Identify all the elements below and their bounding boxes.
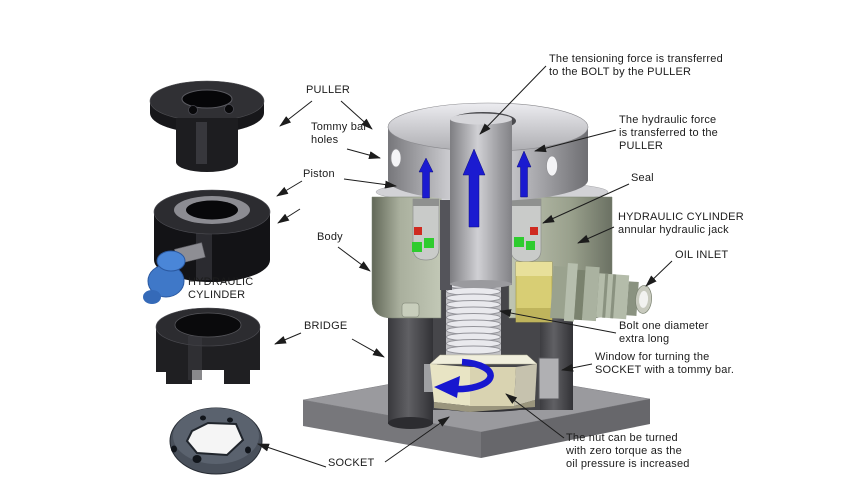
tensioner-assembly <box>302 102 652 458</box>
oil-inlet-coupling <box>515 261 652 323</box>
label-body: Body <box>317 231 343 243</box>
rotation-arrow-icon <box>434 358 494 398</box>
seal-green-left-2 <box>424 238 434 248</box>
leader-bridge-assembly <box>351 338 385 358</box>
bore-shadow <box>440 200 452 290</box>
label-oil-inlet: OIL INLET <box>675 249 729 261</box>
label-tommy-bar-holes: Tommy bar holes <box>311 121 368 146</box>
seal-red-left <box>414 227 422 235</box>
leader-socket-assembly <box>384 416 450 463</box>
label-hydraulic-force: The hydraulic force is transferred to th… <box>619 114 718 152</box>
leader-tommy-bar <box>346 148 381 159</box>
leader-piston-assembly <box>343 178 397 189</box>
leader-bridge-photo <box>274 332 302 345</box>
seal-red-right <box>530 227 538 235</box>
puller-flange-hole <box>224 104 234 114</box>
bridge-window <box>538 357 560 400</box>
leader-piston-photo <box>276 180 303 197</box>
up-arrow-icon-center <box>462 148 486 228</box>
leader-tensioning-force <box>479 65 547 135</box>
leader-puller-assembly <box>340 100 373 130</box>
leader-seal <box>542 183 630 224</box>
body-lug <box>401 302 420 318</box>
leader-nut-note <box>505 393 565 439</box>
leader-oil-inlet <box>645 260 673 287</box>
leader-puller-photo <box>279 100 313 127</box>
leader-hydraulic-cylinder <box>577 226 615 244</box>
blue-dust-cap <box>143 250 186 304</box>
leader-body-photo <box>277 208 301 224</box>
label-puller: PULLER <box>306 84 350 96</box>
tommy-bar-hole-left <box>390 148 402 168</box>
label-bridge: BRIDGE <box>304 320 348 332</box>
label-piston: Piston <box>303 168 335 180</box>
bridge-photo <box>155 307 261 384</box>
label-hydraulic-cylinder: HYDRAULIC CYLINDER annular hydraulic jac… <box>618 211 744 236</box>
bolt-threads <box>446 280 501 355</box>
leader-body-assembly <box>337 246 371 272</box>
seal-green-right-2 <box>526 241 535 250</box>
force-arrows <box>418 148 532 228</box>
seal-green-right-1 <box>514 237 524 247</box>
leader-window <box>561 363 593 372</box>
leader-socket-photo <box>257 443 327 468</box>
label-tensioning-force: The tensioning force is transferred to t… <box>549 53 723 78</box>
leader-hydraulic-force <box>534 129 617 153</box>
socket-hex-hole <box>185 421 245 457</box>
up-arrow-icon-left <box>418 157 434 199</box>
up-arrow-icon-right <box>516 150 532 198</box>
label-seal: Seal <box>631 172 654 184</box>
puller-photo <box>149 80 265 172</box>
label-nut-note: The nut can be turned with zero torque a… <box>566 432 690 470</box>
tommy-bar-hole-right <box>546 155 558 177</box>
hydraulic-cylinder-photo <box>143 189 271 304</box>
leader-lines <box>257 65 673 468</box>
label-hydraulic-cylinder-photo: HYDRAULIC CYLINDER <box>188 276 254 301</box>
label-socket: SOCKET <box>328 457 375 469</box>
socket-photo <box>169 407 263 475</box>
label-window-note: Window for turning the SOCKET with a tom… <box>595 351 735 376</box>
label-bolt-extra-long: Bolt one diameter extra long <box>619 320 709 345</box>
leader-bolt-extra <box>499 309 617 334</box>
puller-flange-hole <box>188 105 198 115</box>
bolt-column <box>450 113 512 288</box>
seal-green-left-1 <box>412 242 422 252</box>
